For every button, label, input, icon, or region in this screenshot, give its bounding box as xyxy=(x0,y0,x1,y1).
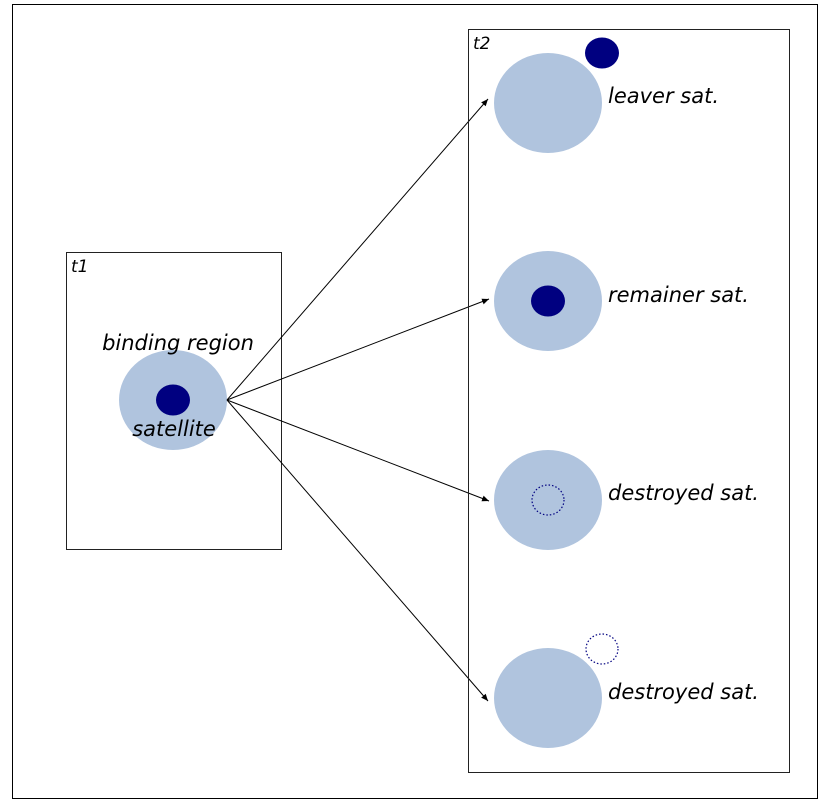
panel-t1-border xyxy=(66,252,282,550)
panel-t2-border xyxy=(468,29,790,773)
arrow-to-destroyed-outside xyxy=(226,399,489,702)
satellite-label: satellite xyxy=(132,417,216,441)
outcome-destroyed-inside: destroyed sat. xyxy=(494,450,759,550)
outcome-label: remainer sat. xyxy=(608,283,749,307)
satellite xyxy=(585,37,619,69)
satellite xyxy=(156,384,190,416)
panel-t2-label: t2 xyxy=(473,34,490,54)
panel-t2: t2 leaver sat. remainer sat. destroyed s… xyxy=(468,29,790,773)
destroyed-satellite-outline xyxy=(585,633,619,665)
panel-t1-label: t1 xyxy=(71,257,88,277)
arrow-to-leaver xyxy=(226,98,489,401)
binding-region xyxy=(494,450,602,550)
outer-frame xyxy=(12,4,818,799)
destroyed-satellite-outline xyxy=(531,484,565,516)
binding-region xyxy=(494,53,602,153)
outcome-label: destroyed sat. xyxy=(608,680,759,704)
satellite xyxy=(531,285,565,317)
transition-arrows xyxy=(226,98,490,702)
arrow-to-remainer xyxy=(226,298,490,401)
binding-region xyxy=(494,648,602,748)
outcome-leaver: leaver sat. xyxy=(494,37,719,153)
outcome-destroyed-outside: destroyed sat. xyxy=(494,633,759,748)
arrow-to-destroyed-inside xyxy=(226,399,490,502)
outcome-label: leaver sat. xyxy=(608,84,719,108)
binding-region-label: binding region xyxy=(102,331,254,355)
outcome-remainer: remainer sat. xyxy=(494,251,749,351)
outcome-label: destroyed sat. xyxy=(608,481,759,505)
panel-t1: t1 binding region satellite xyxy=(66,252,282,550)
